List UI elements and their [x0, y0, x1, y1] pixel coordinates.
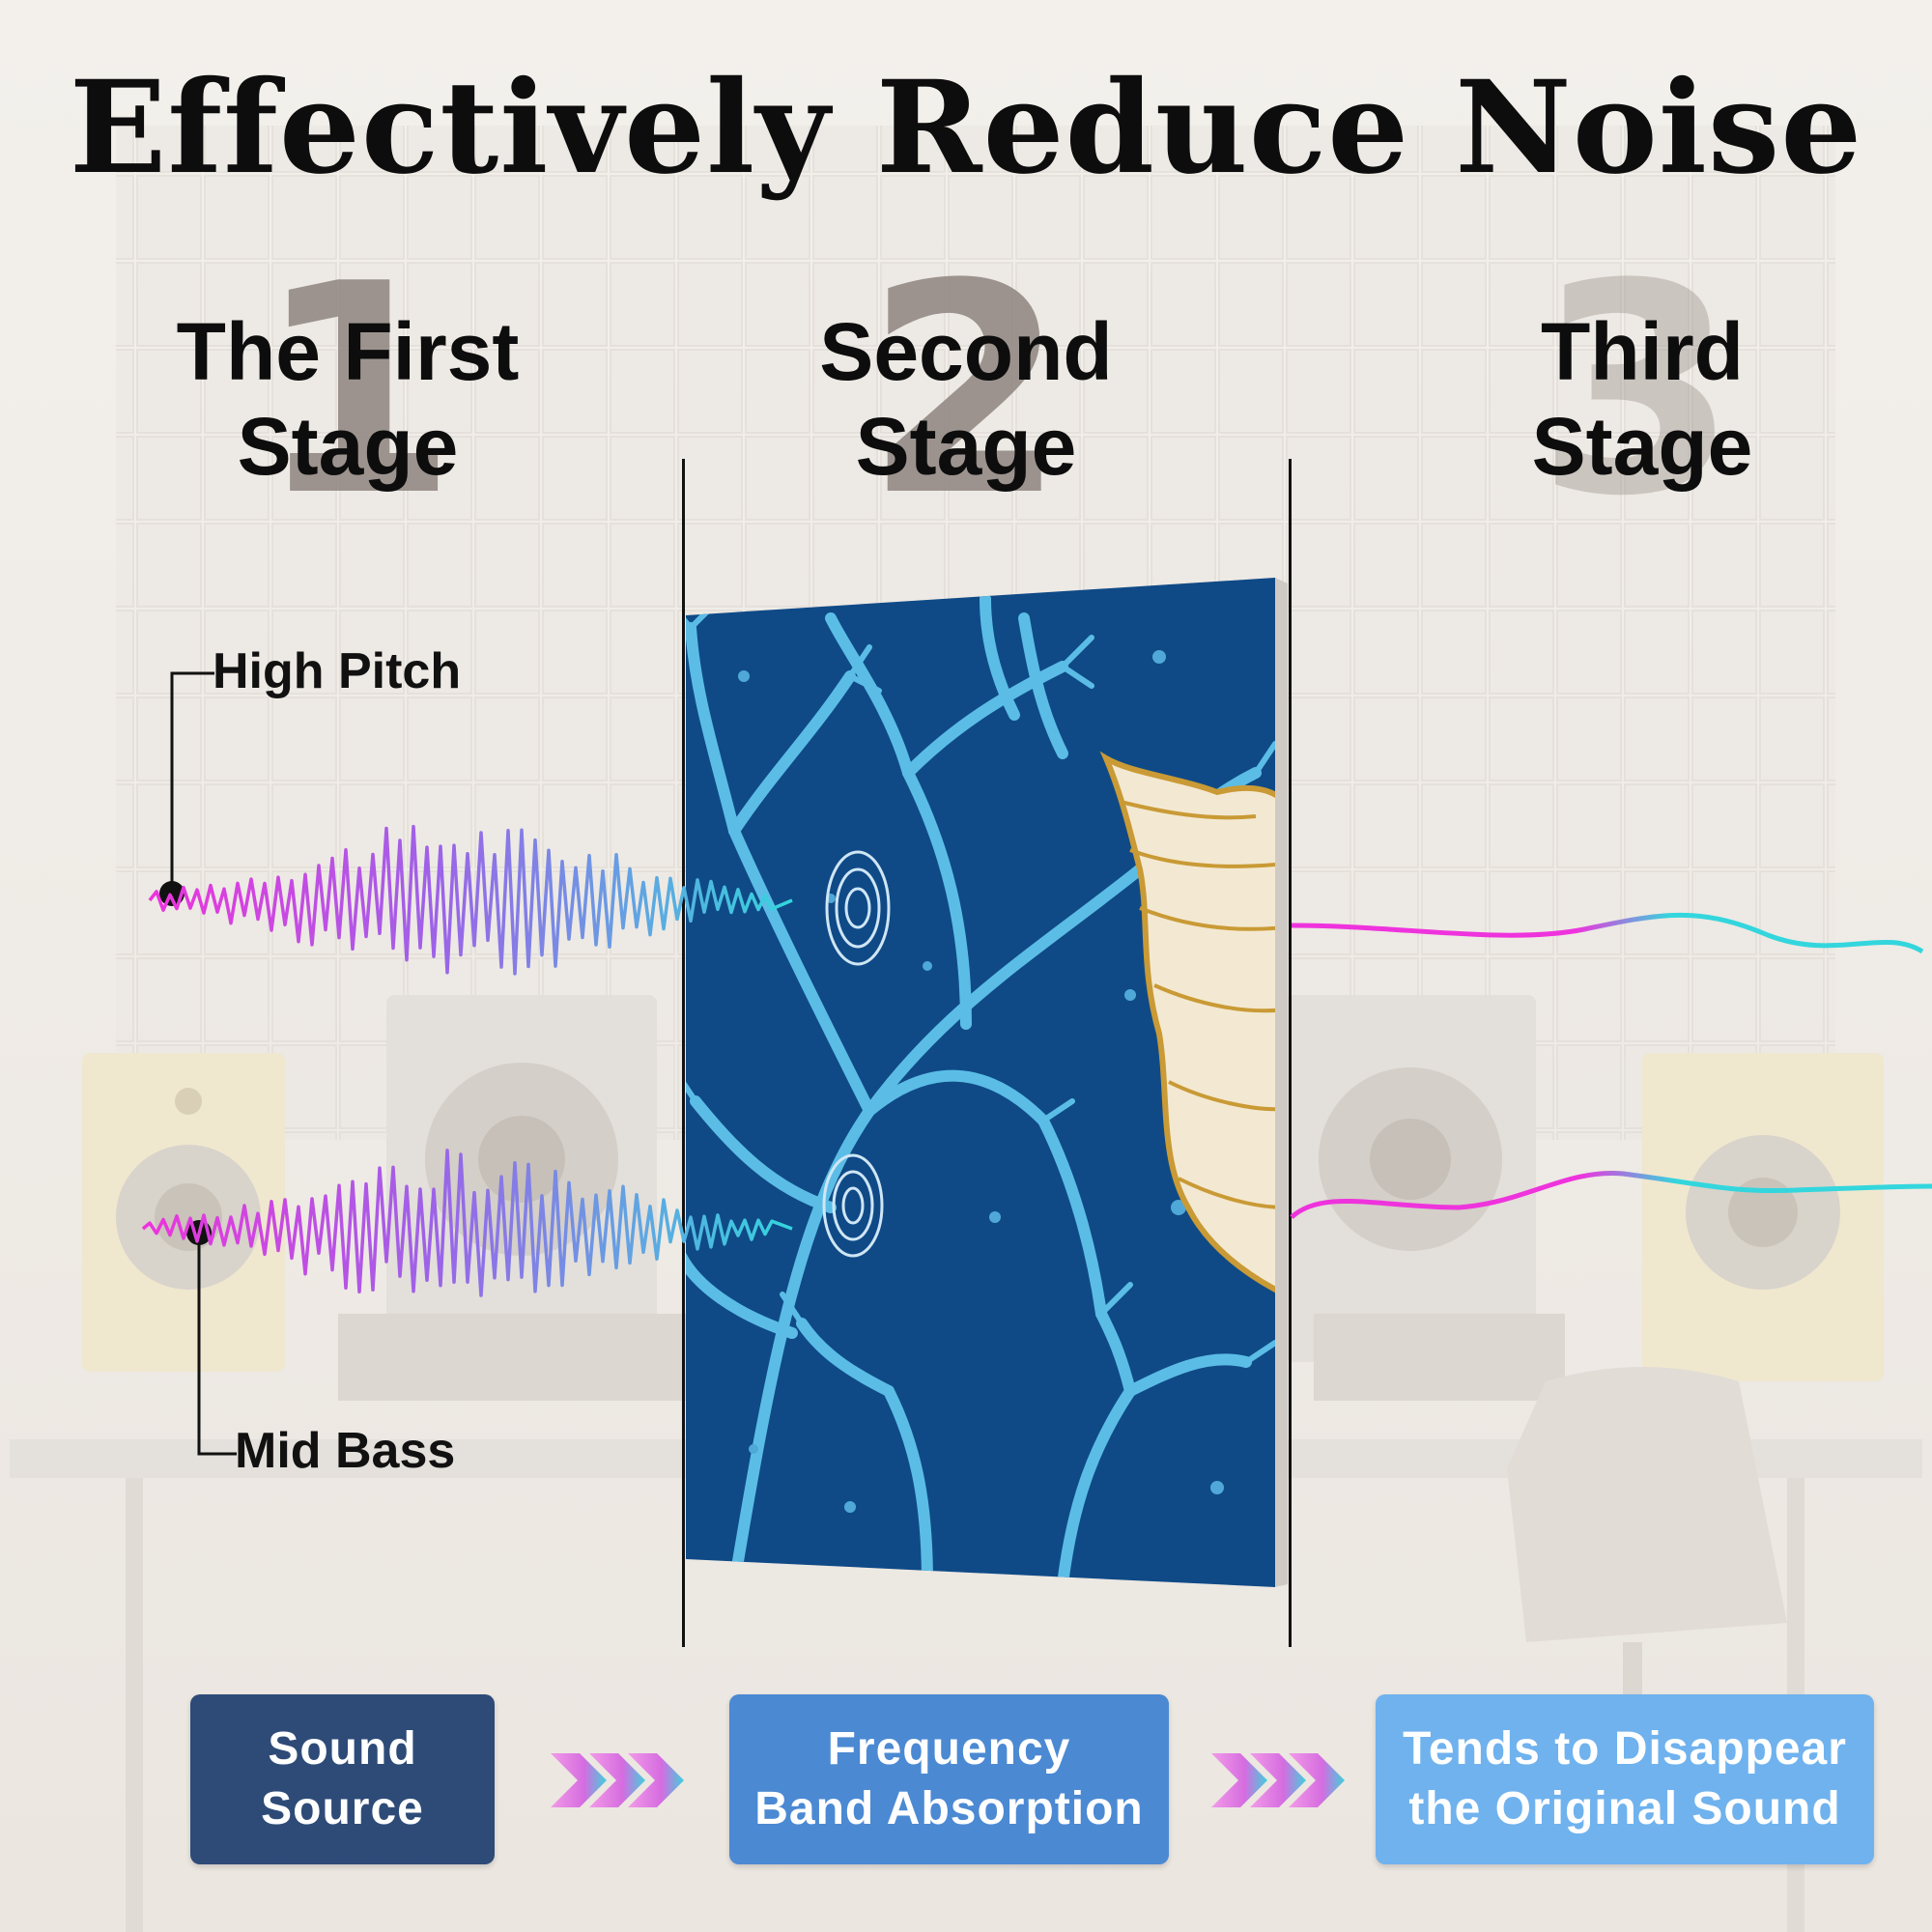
disappear-line1: Tends to Disappear: [1403, 1723, 1847, 1775]
mid-bass-output-wave: [1290, 1171, 1932, 1219]
ripple-rings: [822, 850, 891, 1258]
high-pitch-wave: [148, 824, 793, 976]
mid-bass-wave: [141, 1149, 793, 1297]
frequency-absorption-box: Frequency Band Absorption: [729, 1694, 1169, 1864]
stage-divider-left: [682, 459, 685, 1647]
disappear-box: Tends to Disappear the Original Sound: [1376, 1694, 1874, 1864]
stage-2-number: 2: [865, 222, 1066, 559]
frequency-absorption-line2: Band Absorption: [754, 1783, 1144, 1834]
stage-3-number: 3: [1536, 222, 1738, 559]
page-title: Effectively Reduce Noise: [69, 53, 1863, 203]
stage-2-title-line1: Second: [819, 306, 1113, 397]
disappear-line2: the Original Sound: [1408, 1783, 1841, 1834]
coral-pattern: [686, 593, 1275, 1587]
shell-illustration: [1099, 751, 1275, 1299]
sound-source-box: Sound Source: [190, 1694, 495, 1864]
stage-2-title: Second Stage: [753, 304, 1179, 494]
stage-divider-right: [1289, 459, 1292, 1647]
sound-source-line1: Sound: [268, 1723, 417, 1775]
high-pitch-output-wave: [1291, 912, 1924, 954]
stage-1-title-line1: The First: [176, 306, 520, 397]
stage-1-title: The First Stage: [130, 304, 565, 494]
chevron-arrows-icon: [1211, 1753, 1345, 1807]
high-pitch-pointer: [170, 671, 214, 894]
high-pitch-label: High Pitch: [213, 643, 462, 699]
sound-source-line2: Source: [261, 1783, 424, 1834]
stage-3-title-line2: Stage: [1531, 401, 1753, 492]
stage-3-title-line1: Third: [1541, 306, 1744, 397]
chevron-arrows-icon: [551, 1753, 684, 1807]
mid-bass-label: Mid Bass: [235, 1423, 456, 1479]
stage-2-title-line2: Stage: [855, 401, 1077, 492]
frequency-absorption-line1: Frequency: [827, 1723, 1071, 1775]
stage-1-number: 1: [256, 222, 458, 559]
mid-bass-pointer: [197, 1233, 237, 1456]
stage-3-title: Third Stage: [1459, 304, 1826, 494]
stage-1-title-line2: Stage: [237, 401, 459, 492]
